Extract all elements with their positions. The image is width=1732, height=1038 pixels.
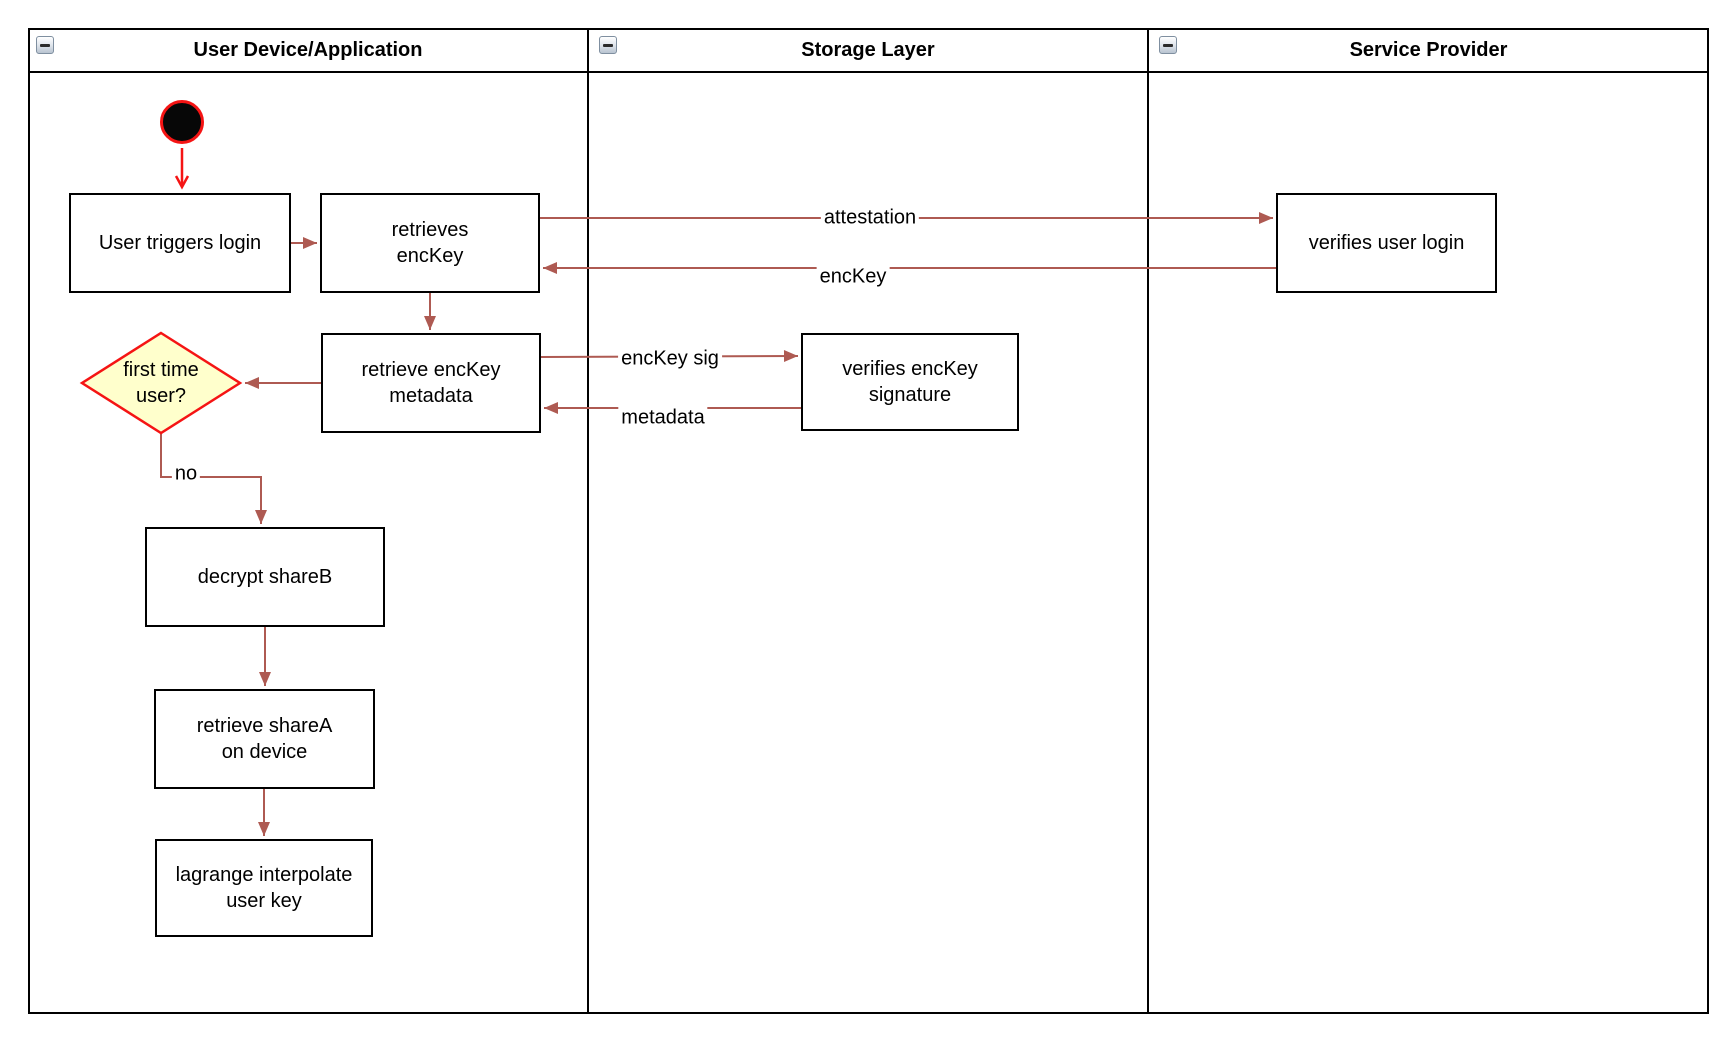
lane-divider-1 (587, 28, 589, 1014)
minus-icon (1163, 43, 1173, 47)
node-retrieve-sharea-on-device[interactable]: retrieve shareA on device (154, 689, 375, 789)
edge-label-enckey: encKey (816, 265, 890, 289)
edge-label-no: no (171, 462, 201, 486)
decision-label: first time user? (123, 359, 199, 407)
node-verifies-enckey-signature[interactable]: verifies encKey signature (801, 333, 1019, 431)
lane-title-service-provider: Service Provider (1349, 39, 1508, 61)
edge-label-enckey-sig: encKey sig (618, 347, 722, 371)
node-retrieve-enckey-metadata[interactable]: retrieve encKey metadata (321, 333, 541, 433)
lane-header-separator (28, 71, 1709, 73)
edge-label-attestation: attestation (820, 206, 920, 230)
node-verifies-user-login[interactable]: verifies user login (1276, 193, 1497, 293)
edge-label-metadata: metadata (618, 406, 708, 430)
lane-title-user-device: User Device/Application (193, 39, 423, 61)
node-decrypt-shareb[interactable]: decrypt shareB (145, 527, 385, 627)
collapse-lane-icon[interactable] (36, 36, 54, 54)
minus-icon (603, 43, 613, 47)
lane-title-storage-layer: Storage Layer (801, 39, 935, 61)
collapse-lane-icon[interactable] (1159, 36, 1177, 54)
start-node[interactable] (160, 100, 204, 144)
node-lagrange-interpolate-user-key[interactable]: lagrange interpolate user key (155, 839, 373, 937)
node-user-triggers-login[interactable]: User triggers login (69, 193, 291, 293)
minus-icon (40, 43, 50, 47)
collapse-lane-icon[interactable] (599, 36, 617, 54)
diagram-border (28, 28, 1709, 1014)
decision-first-time-user[interactable]: first time user? (79, 331, 243, 435)
lane-divider-2 (1147, 28, 1149, 1014)
diamond-shape (79, 331, 243, 435)
node-retrieves-enckey[interactable]: retrieves encKey (320, 193, 540, 293)
